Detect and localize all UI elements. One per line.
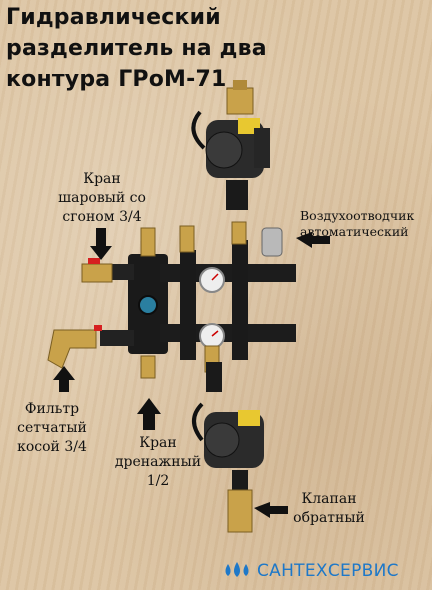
title-line-2: разделитель на два: [6, 36, 267, 61]
arrow-left-check-valve: [254, 502, 288, 518]
label-air-vent: Воздухоотводчик автоматический: [300, 208, 415, 239]
upper-pump: [191, 80, 270, 210]
label-check-valve: Клапан обратный: [293, 491, 365, 526]
lower-pump: [192, 362, 264, 533]
brand-name: САНТЕХСЕРВИС: [257, 561, 399, 581]
label-drain-valve: Кран дренажный 1/2: [114, 435, 202, 489]
page-title: Гидравлический разделитель на два контур…: [6, 2, 306, 95]
brand-logo: САНТЕХСЕРВИС: [222, 558, 432, 584]
left-fittings: [47, 258, 113, 369]
label-ball-valve: Кран шаровый со сгоном 3/4: [58, 171, 146, 225]
manifold-body: [100, 240, 296, 360]
title-line-3: контура ГРоМ-71: [6, 67, 227, 92]
arrow-up-drain-valve: [137, 398, 161, 430]
arrows: [53, 228, 330, 518]
arrow-down-ball-valve: [90, 228, 112, 260]
title-line-1: Гидравлический: [6, 5, 221, 30]
brass-fittings: [140, 221, 283, 379]
label-filter: Фильтр сетчатый косой 3/4: [17, 401, 87, 455]
arrow-left-air-vent: [296, 232, 330, 248]
water-drops-icon: [225, 562, 249, 577]
arrow-up-filter: [53, 366, 75, 392]
